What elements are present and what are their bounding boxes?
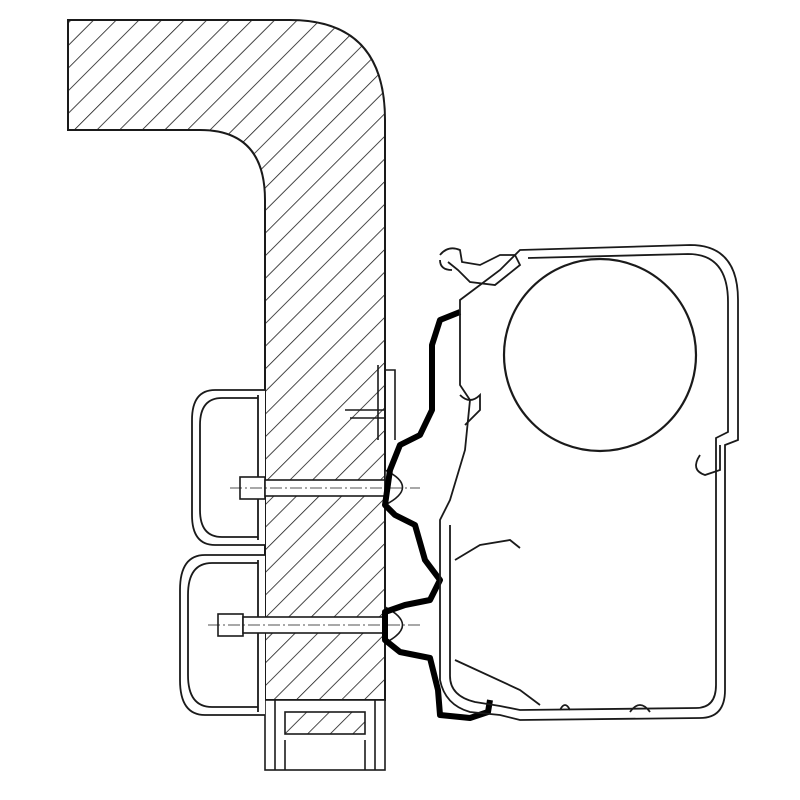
awning-roller-tube xyxy=(502,257,698,453)
lower-frame xyxy=(264,699,386,771)
wall-clip xyxy=(345,365,396,440)
awning-housing xyxy=(439,244,739,721)
adapter-profile xyxy=(382,309,493,721)
interior-bracket-upper xyxy=(191,389,265,546)
